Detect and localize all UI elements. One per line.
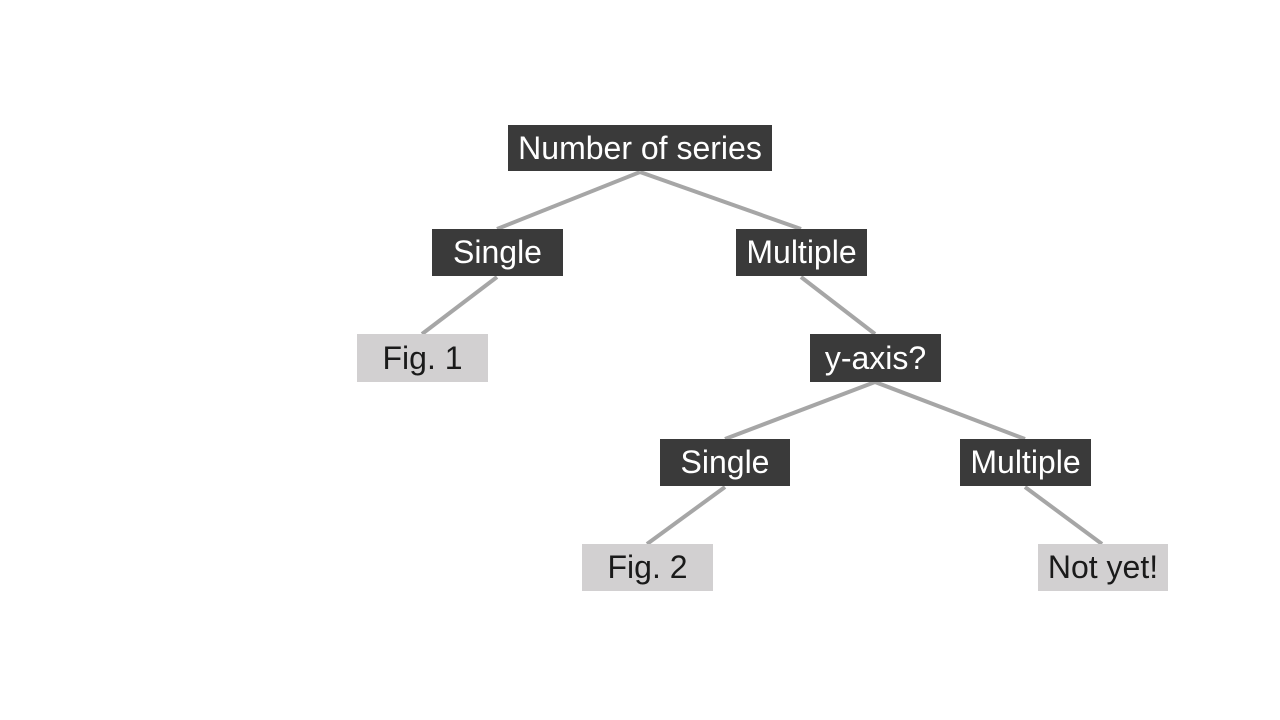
node-multiple-y-axis: Multiple (960, 439, 1091, 486)
leaf-fig-2: Fig. 2 (582, 544, 713, 591)
node-number-of-series: Number of series (508, 125, 772, 171)
node-single-series: Single (432, 229, 563, 276)
node-single-y-axis: Single (660, 439, 790, 486)
edge-multiple-notyet (1023, 485, 1104, 546)
edge-single-fig2 (645, 485, 727, 546)
leaf-fig-1: Fig. 1 (357, 334, 488, 382)
edge-yaxis-single (724, 380, 876, 441)
edge-single-fig1 (420, 275, 499, 336)
node-multiple-series: Multiple (736, 229, 867, 276)
edge-multiple-yaxis (799, 275, 877, 336)
node-y-axis: y-axis? (810, 334, 941, 382)
edge-root-multiple (639, 170, 802, 231)
edge-yaxis-multiple (874, 380, 1026, 441)
edge-root-single (496, 170, 641, 231)
leaf-not-yet: Not yet! (1038, 544, 1168, 591)
